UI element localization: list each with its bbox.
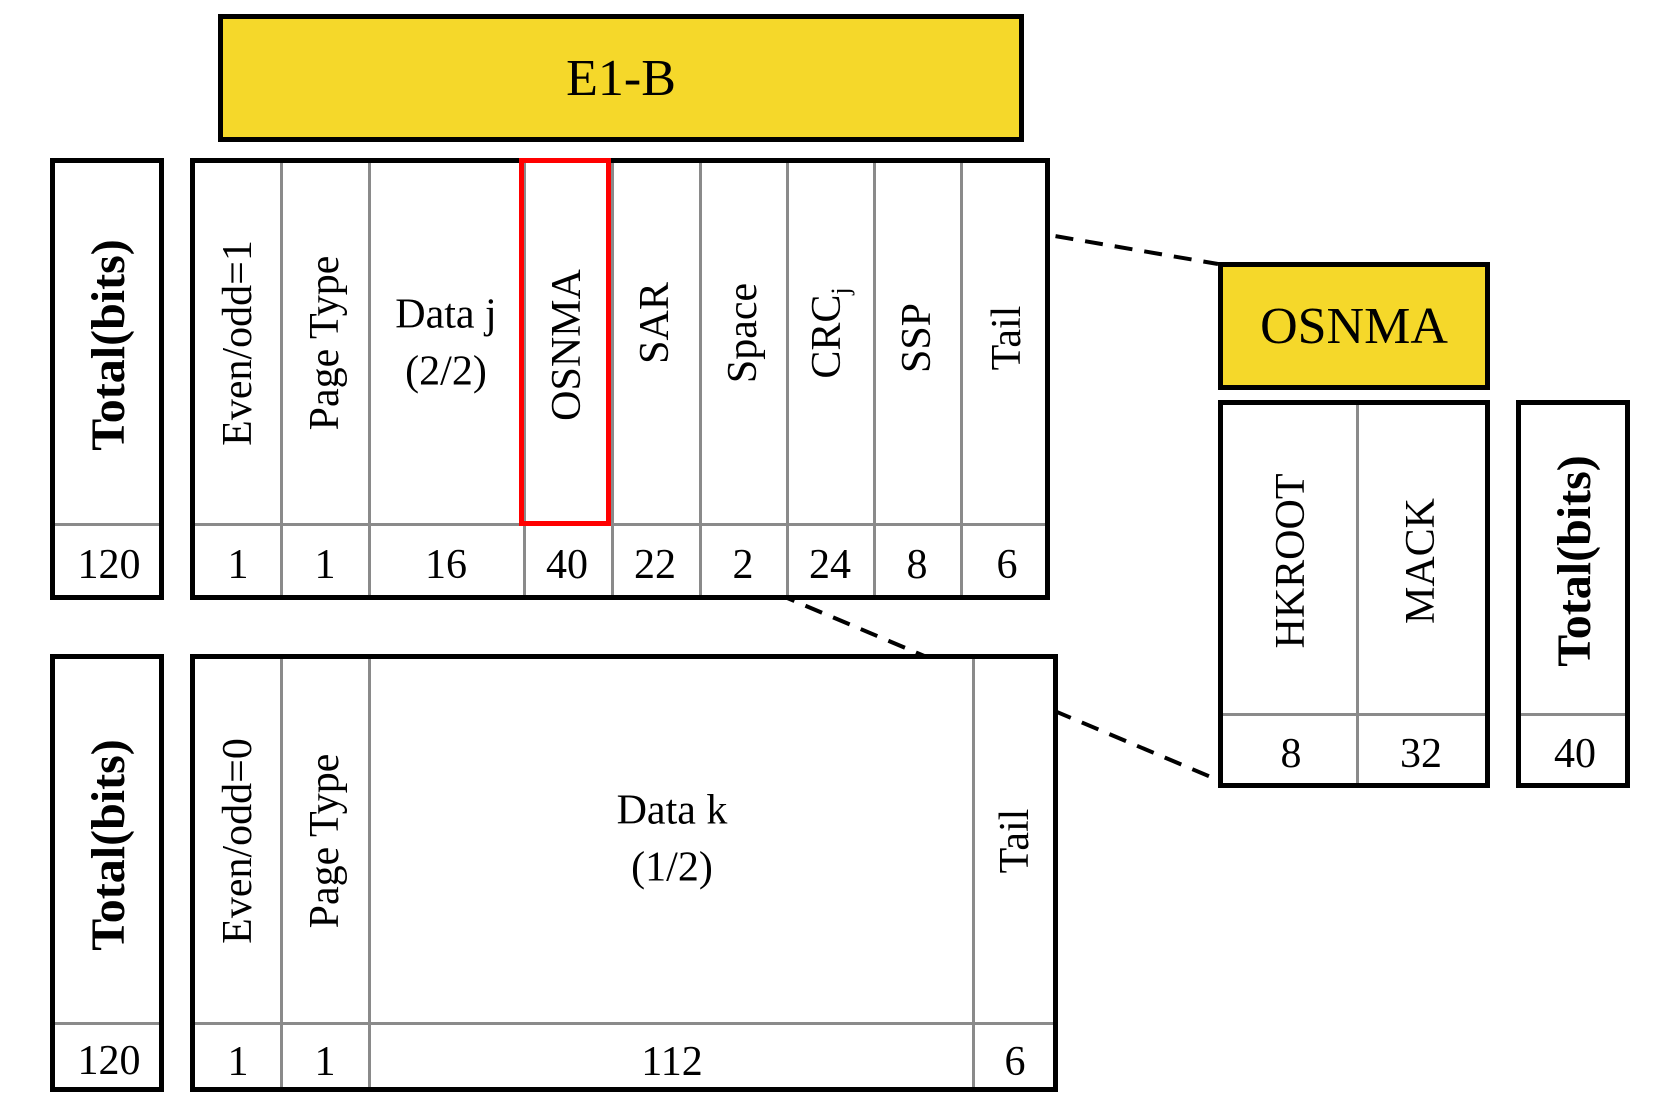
- tail-field: Tail: [984, 305, 1030, 371]
- sar-bits: 22: [634, 542, 676, 588]
- ssp-field: SSP: [894, 302, 940, 374]
- crc-field: CRCj: [803, 287, 856, 379]
- data-j-field: Data j (2/2): [395, 286, 496, 399]
- data-k-label: Data k: [616, 787, 728, 834]
- space-field: Space: [720, 282, 766, 384]
- even-odd-bits: 1: [227, 542, 249, 588]
- odd-tail-field: Tail: [992, 808, 1038, 874]
- crc-bits: 24: [809, 542, 851, 588]
- space-bits: 2: [732, 542, 754, 588]
- page-type-field: Page Type: [302, 255, 348, 431]
- sar-field: SAR: [632, 282, 678, 364]
- odd-tail-bits: 6: [1004, 1039, 1026, 1085]
- crc-subscript: j: [826, 287, 856, 295]
- odd-page-total-value: 120: [77, 1038, 141, 1084]
- data-j-label: Data j: [395, 291, 497, 338]
- hkroot-field: HKROOT: [1268, 473, 1314, 649]
- even-page-total-value: 120: [77, 542, 141, 588]
- odd-page-total-label: Total(bits): [82, 739, 135, 951]
- e1b-banner: E1-B: [218, 14, 1024, 142]
- page-type-bits: 1: [314, 542, 336, 588]
- data-j-bits: 16: [425, 542, 467, 588]
- ssp-bits: 8: [906, 542, 928, 588]
- osnma-banner-label: OSNMA: [1260, 297, 1448, 355]
- even-odd-field: Even/odd=1: [215, 240, 261, 446]
- osnma-detail-fields: HKROOT MACK 8 32: [1218, 400, 1490, 788]
- data-j-fraction: (2/2): [405, 348, 487, 394]
- even-page-fields: Even/odd=1 Page Type Data j (2/2) OSNMA …: [190, 158, 1050, 600]
- odd-page-total-box: Total(bits) 120: [50, 654, 164, 1092]
- odd-page-type-field: Page Type: [302, 753, 348, 929]
- osnma-bits: 40: [546, 542, 588, 588]
- osnma-total-label: Total(bits): [1548, 455, 1601, 667]
- data-k-fraction: (1/2): [631, 844, 713, 890]
- even-page-total-label: Total(bits): [82, 239, 135, 451]
- odd-page-fields: Even/odd=0 Page Type Data k (1/2) Tail 1…: [190, 654, 1058, 1092]
- even-page-total-box: Total(bits) 120: [50, 158, 164, 600]
- mack-bits: 32: [1400, 731, 1442, 777]
- odd-page-type-bits: 1: [314, 1039, 336, 1085]
- data-k-bits: 112: [641, 1039, 703, 1085]
- osnma-highlight: [519, 158, 611, 526]
- osnma-banner: OSNMA: [1218, 262, 1490, 390]
- mack-field: MACK: [1398, 497, 1444, 625]
- odd-even-odd-bits: 1: [227, 1039, 249, 1085]
- tail-bits: 6: [996, 542, 1018, 588]
- data-k-field: Data k (1/2): [617, 782, 728, 895]
- osnma-total-box: Total(bits) 40: [1516, 400, 1630, 788]
- crc-label: CRC: [803, 294, 850, 379]
- e1b-banner-label: E1-B: [566, 49, 676, 107]
- hkroot-bits: 8: [1280, 731, 1302, 777]
- osnma-total-value: 40: [1554, 731, 1596, 777]
- odd-even-odd-field: Even/odd=0: [215, 738, 261, 944]
